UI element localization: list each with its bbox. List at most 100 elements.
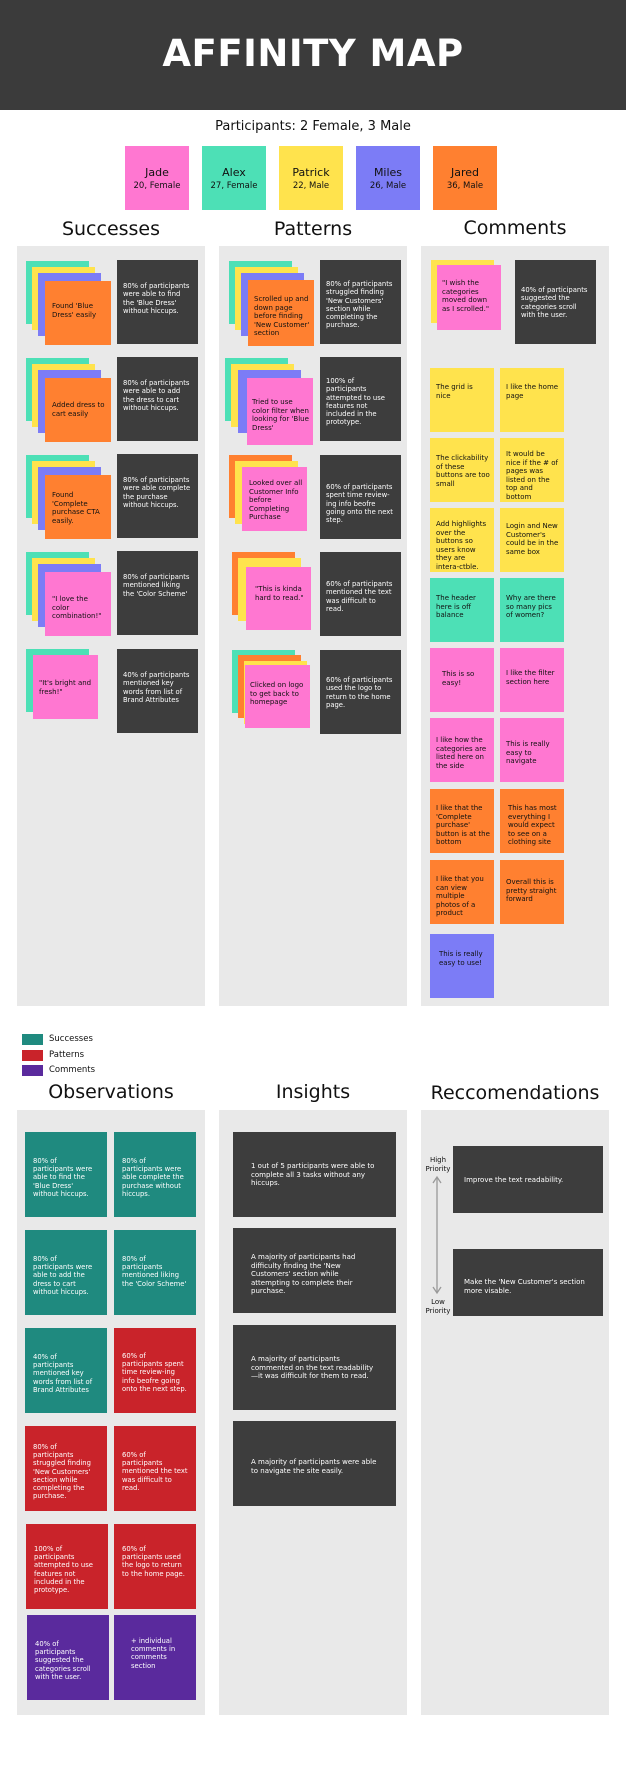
note-text: "It's bright and fresh!": [39, 679, 92, 696]
comment-note: I like that the 'Complete purchase' butt…: [430, 789, 494, 853]
summary-card: 40% of participants mentioned key words …: [117, 649, 198, 733]
note-text: This has most everything I would expect …: [508, 804, 557, 846]
note-text: This is really easy to navigate: [506, 740, 550, 765]
insight-text: A majority of participants had difficult…: [251, 1253, 356, 1295]
note-text: I like how the categories are listed her…: [436, 736, 487, 770]
observation-text: 80% of participants were able to add the…: [33, 1255, 93, 1296]
observation-text: 40% of participants suggested the catego…: [35, 1640, 91, 1681]
legend-label: Comments: [49, 1065, 96, 1075]
legend-swatch: [22, 1065, 43, 1076]
sticky-note: "This is kinda hard to read.": [246, 567, 311, 630]
observation-card-success: 40% of participants mentioned key words …: [25, 1328, 107, 1413]
comment-note: Add highlights over the buttons so users…: [430, 508, 494, 572]
sticky-note: Found 'Complete purchase CTA easily.: [45, 475, 111, 539]
summary-card: 80% of participants struggled finding 'N…: [320, 260, 401, 344]
sticky-note: "It's bright and fresh!": [33, 655, 98, 719]
comment-note: I like the filter section here: [500, 648, 564, 712]
sticky-note: Clicked on logo to get back to homepage: [245, 665, 310, 728]
summary-card: 80% of participants were able to find th…: [117, 260, 198, 344]
observation-card-comment: + individual comments in comments sectio…: [114, 1615, 196, 1700]
low-priority-label: Low Priority: [425, 1298, 451, 1315]
observation-card-success: 80% of participants were able to add the…: [25, 1230, 107, 1315]
note-text: "I wish the categories moved down as I s…: [442, 279, 490, 313]
column-title-recommendations: Reccomendations: [430, 1082, 600, 1104]
insight-card: A majority of participants had difficult…: [233, 1228, 396, 1313]
observation-text: 60% of participants spent time review-in…: [122, 1352, 187, 1393]
participant-name: Patrick: [292, 166, 330, 179]
note-text: I like that the 'Complete purchase' butt…: [436, 804, 490, 846]
observation-text: + individual comments in comments sectio…: [131, 1637, 176, 1670]
comment-note: The header here is off balance: [430, 578, 494, 642]
sticky-note: "I wish the categories moved down as I s…: [437, 265, 501, 330]
observation-card-success: 80% of participants were able complete t…: [114, 1132, 196, 1217]
note-text: It would be nice if the # of pages was l…: [506, 450, 558, 501]
observation-text: 60% of participants used the logo to ret…: [122, 1545, 185, 1578]
summary-card: 80% of participants mentioned liking the…: [117, 551, 198, 635]
insight-text: 1 out of 5 participants were able to com…: [251, 1162, 375, 1187]
participant-detail: 22, Male: [292, 181, 330, 191]
column-title-insights: Insights: [275, 1081, 351, 1103]
legend-label: Successes: [49, 1034, 93, 1044]
note-text: Why are there so many pics of women?: [506, 594, 556, 619]
column-title-patterns: Patterns: [273, 218, 353, 240]
legend-swatch: [22, 1050, 43, 1061]
note-text: I like the home page: [506, 383, 559, 400]
participant-card-patrick: Patrick 22, Male: [279, 146, 343, 210]
insight-card: A majority of participants commented on …: [233, 1325, 396, 1410]
observation-card-comment: 40% of participants suggested the catego…: [27, 1615, 109, 1700]
observation-text: 80% of participants struggled finding 'N…: [33, 1443, 91, 1501]
participants-summary: Participants: 2 Female, 3 Male: [215, 119, 411, 134]
participant-detail: 36, Male: [446, 181, 484, 191]
sticky-note: Added dress to cart easily: [45, 378, 111, 442]
comment-note: Overall this is pretty straight forward: [500, 860, 564, 924]
observation-text: 80% of participants were able complete t…: [122, 1157, 184, 1198]
note-text: Added dress to cart easily: [52, 401, 105, 418]
observation-text: 60% of participants mentioned the text w…: [122, 1451, 188, 1492]
comment-note: I like the home page: [500, 368, 564, 432]
priority-arrow-icon: [432, 1175, 442, 1295]
note-text: This is really easy to use!: [439, 950, 483, 967]
note-text: The grid is nice: [436, 383, 473, 400]
participant-detail: 20, Female: [133, 181, 181, 191]
note-text: Clicked on logo to get back to homepage: [250, 681, 304, 706]
summary-text: 80% of participants were able to find th…: [123, 282, 190, 315]
summary-text: 40% of participants mentioned key words …: [123, 671, 190, 704]
sticky-note: Tried to use color filter when looking f…: [247, 378, 313, 445]
comment-note: It would be nice if the # of pages was l…: [500, 438, 564, 502]
summary-text: 80% of participants struggled finding 'N…: [326, 280, 393, 330]
note-text: The header here is off balance: [436, 594, 476, 619]
header-bar: [0, 0, 626, 110]
observation-text: 80% of participants mentioned liking the…: [122, 1255, 187, 1288]
sticky-note: Found 'Blue Dress' easily: [45, 281, 111, 345]
comment-note: Login and New Customer's could be in the…: [500, 508, 564, 572]
recommendation-card: Make the 'New Customer's section more vi…: [453, 1249, 603, 1316]
observation-text: 80% of participants were able to find th…: [33, 1157, 93, 1198]
note-text: "This is kinda hard to read.": [255, 585, 304, 602]
participant-detail: 26, Male: [369, 181, 407, 191]
note-text: Found 'Blue Dress' easily: [52, 302, 97, 319]
summary-card: 40% of participants suggested the catego…: [515, 260, 596, 344]
recommendation-card: Improve the text readability.: [453, 1146, 603, 1213]
comment-note: This is really easy to navigate: [500, 718, 564, 782]
participant-card-miles: Miles 26, Male: [356, 146, 420, 210]
participant-name: Jared: [450, 166, 479, 179]
note-text: Add highlights over the buttons so users…: [436, 520, 487, 571]
summary-text: 60% of participants mentioned the text w…: [326, 580, 393, 613]
summary-text: 40% of participants suggested the catego…: [521, 286, 588, 319]
note-text: Tried to use color filter when looking f…: [252, 398, 309, 432]
observation-card-pattern: 60% of participants mentioned the text w…: [114, 1426, 196, 1511]
participant-card-alex: Alex 27, Female: [202, 146, 266, 210]
sticky-note: Scrolled up and down page before finding…: [248, 280, 314, 346]
comment-note: This is really easy to use!: [430, 934, 494, 998]
summary-text: 80% of participants were able complete t…: [123, 476, 191, 509]
summary-text: 100% of participants attempted to use fe…: [326, 377, 385, 427]
comment-note: The grid is nice: [430, 368, 494, 432]
note-text: The clickability of these buttons are to…: [436, 454, 490, 488]
column-title-observations: Observations: [48, 1081, 174, 1103]
summary-text: 60% of participants used the logo to ret…: [326, 676, 393, 709]
comment-note: Why are there so many pics of women?: [500, 578, 564, 642]
note-text: Looked over all Customer Info before Com…: [249, 479, 303, 521]
observation-card-pattern: 60% of participants used the logo to ret…: [114, 1524, 196, 1609]
note-text: Scrolled up and down page before finding…: [254, 295, 310, 337]
legend-label: Patterns: [49, 1050, 85, 1060]
